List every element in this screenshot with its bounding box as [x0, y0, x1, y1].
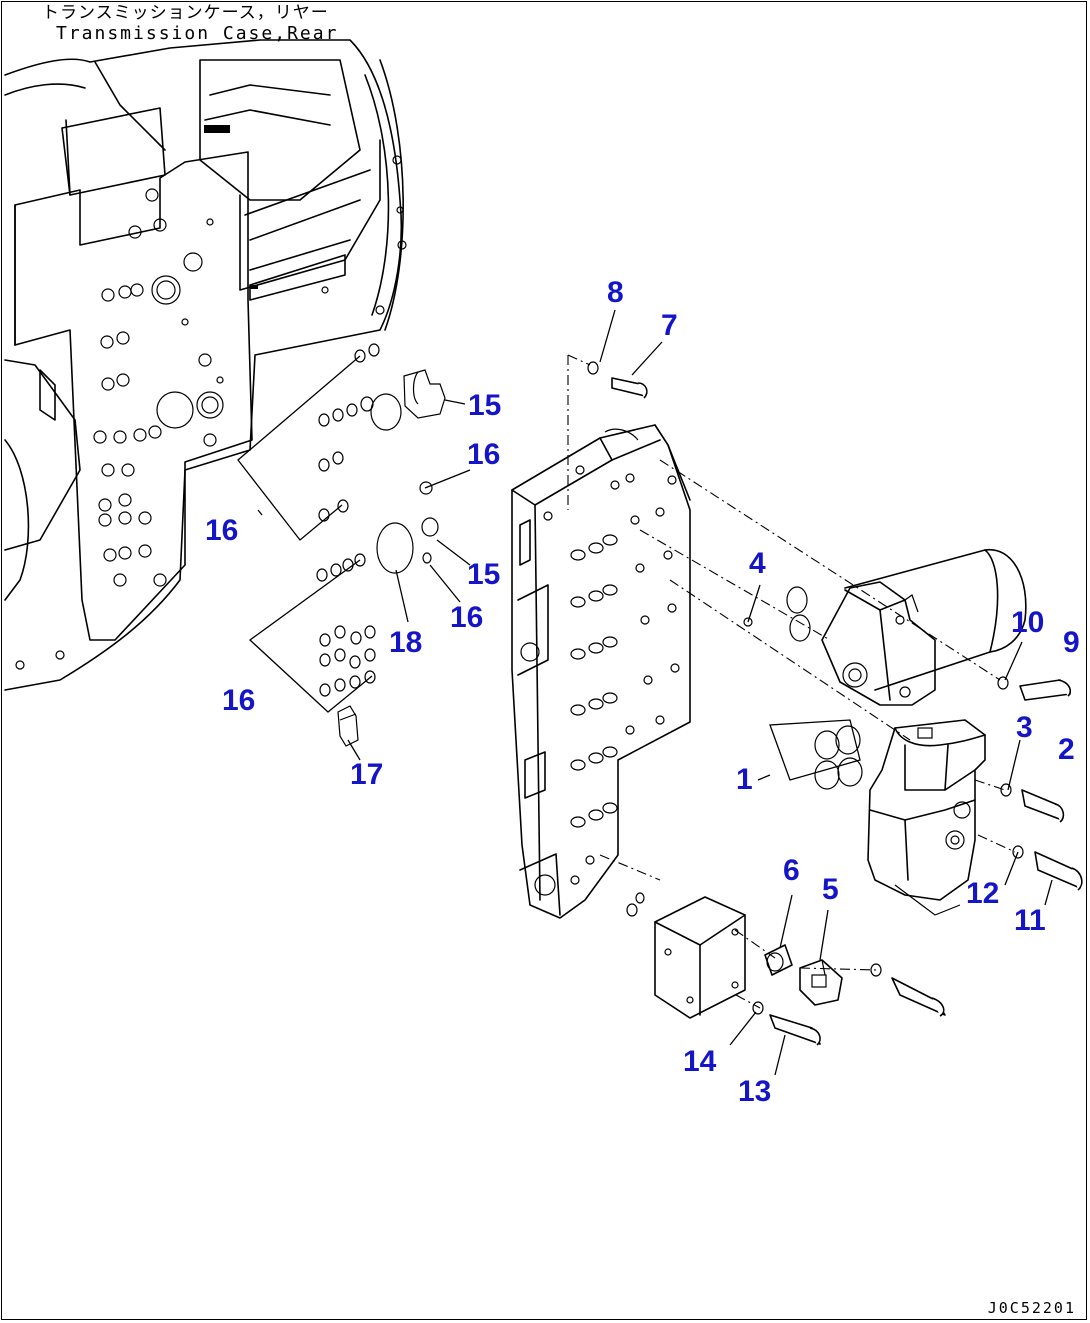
- callout-16: 16: [450, 601, 484, 634]
- callout-16: 16: [222, 684, 256, 717]
- callout-8: 8: [607, 276, 624, 309]
- control-valve-body: [511, 424, 691, 919]
- leader-lines: [237, 309, 1053, 1076]
- callout-10: 10: [1011, 606, 1045, 639]
- drawing-code: J0C52201: [987, 1299, 1076, 1317]
- header-japanese: トランスミッションケース，リヤー: [42, 3, 329, 23]
- callout-5: 5: [822, 873, 839, 906]
- callout-7: 7: [661, 309, 678, 342]
- callout-6: 6: [783, 854, 800, 887]
- diagram-header: トランスミッションケース，リヤー Transmission Case,Rear: [42, 3, 339, 44]
- callout-14: 14: [683, 1045, 717, 1078]
- callout-16: 16: [467, 438, 501, 471]
- callout-17: 17: [350, 758, 384, 791]
- callout-15: 15: [467, 558, 501, 591]
- o-ring-set: [316, 343, 446, 747]
- callout-1: 1: [736, 763, 753, 796]
- transmission-case: [4, 39, 407, 691]
- callout-15: 15: [468, 389, 502, 422]
- callout-2: 2: [1058, 733, 1075, 766]
- callout-13: 13: [738, 1075, 772, 1108]
- assembly-lines: [567, 354, 1016, 1009]
- solenoid-unit: [821, 548, 1027, 706]
- cover-block: [626, 892, 746, 1019]
- header-english: Transmission Case,Rear: [56, 22, 339, 44]
- callout-9: 9: [1063, 626, 1080, 659]
- callout-3: 3: [1016, 711, 1033, 744]
- callout-11: 11: [1014, 904, 1046, 937]
- fasteners: [587, 361, 1083, 1046]
- callout-12: 12: [966, 877, 1000, 910]
- callout-16: 16: [205, 514, 239, 547]
- callout-18: 18: [389, 626, 423, 659]
- pressure-valve: [867, 719, 986, 916]
- callout-4: 4: [749, 547, 766, 580]
